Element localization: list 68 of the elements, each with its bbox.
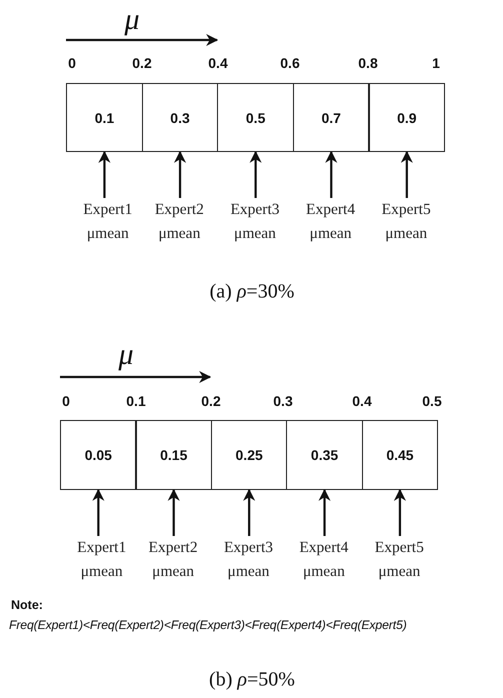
arrow	[394, 488, 406, 536]
note-text: Freq(Expert1)<Freq(Expert2)<Freq(Expert3)<Freq(Expert4)<Freq(Expert5)	[9, 618, 407, 632]
expert-label: μmean	[86, 224, 130, 244]
cell-value: 0.15	[159, 447, 188, 463]
expert-label: μmean	[384, 224, 428, 244]
cell-value: 0.9	[396, 110, 418, 126]
expert-label: μmean	[233, 224, 277, 244]
tick-label: 0.4	[352, 393, 372, 409]
expert-label: μmean	[308, 224, 353, 244]
cell-value: 0.3	[169, 110, 191, 126]
interval-cell	[362, 420, 438, 490]
interval-cell	[292, 83, 370, 152]
interval-cell	[286, 420, 363, 490]
arrow	[98, 150, 110, 198]
arrow	[318, 488, 331, 536]
cell-value: 0.5	[244, 110, 266, 126]
interval-cell	[217, 83, 294, 152]
expert-label: Expert1	[82, 200, 134, 220]
expert-label: Expert4	[298, 538, 350, 558]
arrow	[325, 150, 338, 198]
interval-cell	[368, 83, 446, 152]
axis-symbol: μ	[124, 3, 140, 37]
expert-label: μmean	[226, 562, 270, 582]
interval-cell	[66, 83, 143, 152]
tick-label: 0.2	[201, 393, 221, 409]
cell-value: 0.45	[385, 447, 415, 463]
arrow	[92, 488, 104, 536]
expert-label: Expert1	[76, 538, 128, 558]
arrow	[400, 150, 413, 198]
expert-label: Expert5	[374, 538, 425, 558]
expert-label: μmean	[302, 562, 346, 582]
tick-label: 0.8	[358, 55, 378, 71]
tick-label: 0	[68, 55, 76, 71]
expert-label: Expert3	[222, 538, 274, 558]
cell-value: 0.1	[94, 110, 116, 126]
arrow	[174, 150, 186, 198]
note-heading: Note:	[11, 598, 43, 612]
expert-label: μmean	[157, 224, 202, 244]
expert-label: μmean	[377, 562, 422, 582]
expert-label: Expert2	[148, 538, 199, 558]
tick-label: 0.5	[422, 393, 442, 409]
subfigure-caption: (a) ρ=30%	[210, 280, 294, 304]
tick-label: 0.2	[132, 55, 152, 71]
tick-label: 0.4	[208, 55, 228, 71]
arrow	[243, 488, 256, 536]
expert-label: μmean	[151, 562, 196, 582]
interval-cell	[135, 420, 212, 490]
cell-value: 0.05	[84, 447, 113, 463]
tick-label: 0.1	[126, 393, 146, 409]
cell-value: 0.35	[310, 447, 340, 463]
interval-cell	[210, 420, 288, 490]
interval-cell	[142, 83, 218, 152]
expert-label: Expert2	[154, 200, 205, 220]
tick-label: 1	[432, 55, 440, 71]
cell-value: 0.25	[234, 447, 264, 463]
arrow	[250, 150, 262, 198]
expert-label: Expert3	[229, 200, 281, 220]
tick-label: 0	[62, 393, 70, 409]
tick-label: 0.3	[273, 393, 293, 409]
arrow	[168, 488, 180, 536]
expert-label: Expert5	[380, 200, 432, 220]
expert-label: Expert4	[305, 200, 356, 220]
cell-value: 0.7	[320, 110, 342, 126]
expert-label: μmean	[80, 562, 124, 582]
interval-cell	[60, 420, 137, 490]
subfigure-caption: (b) ρ=50%	[209, 668, 295, 692]
axis-symbol: μ	[118, 338, 134, 372]
tick-label: 0.6	[280, 55, 300, 71]
